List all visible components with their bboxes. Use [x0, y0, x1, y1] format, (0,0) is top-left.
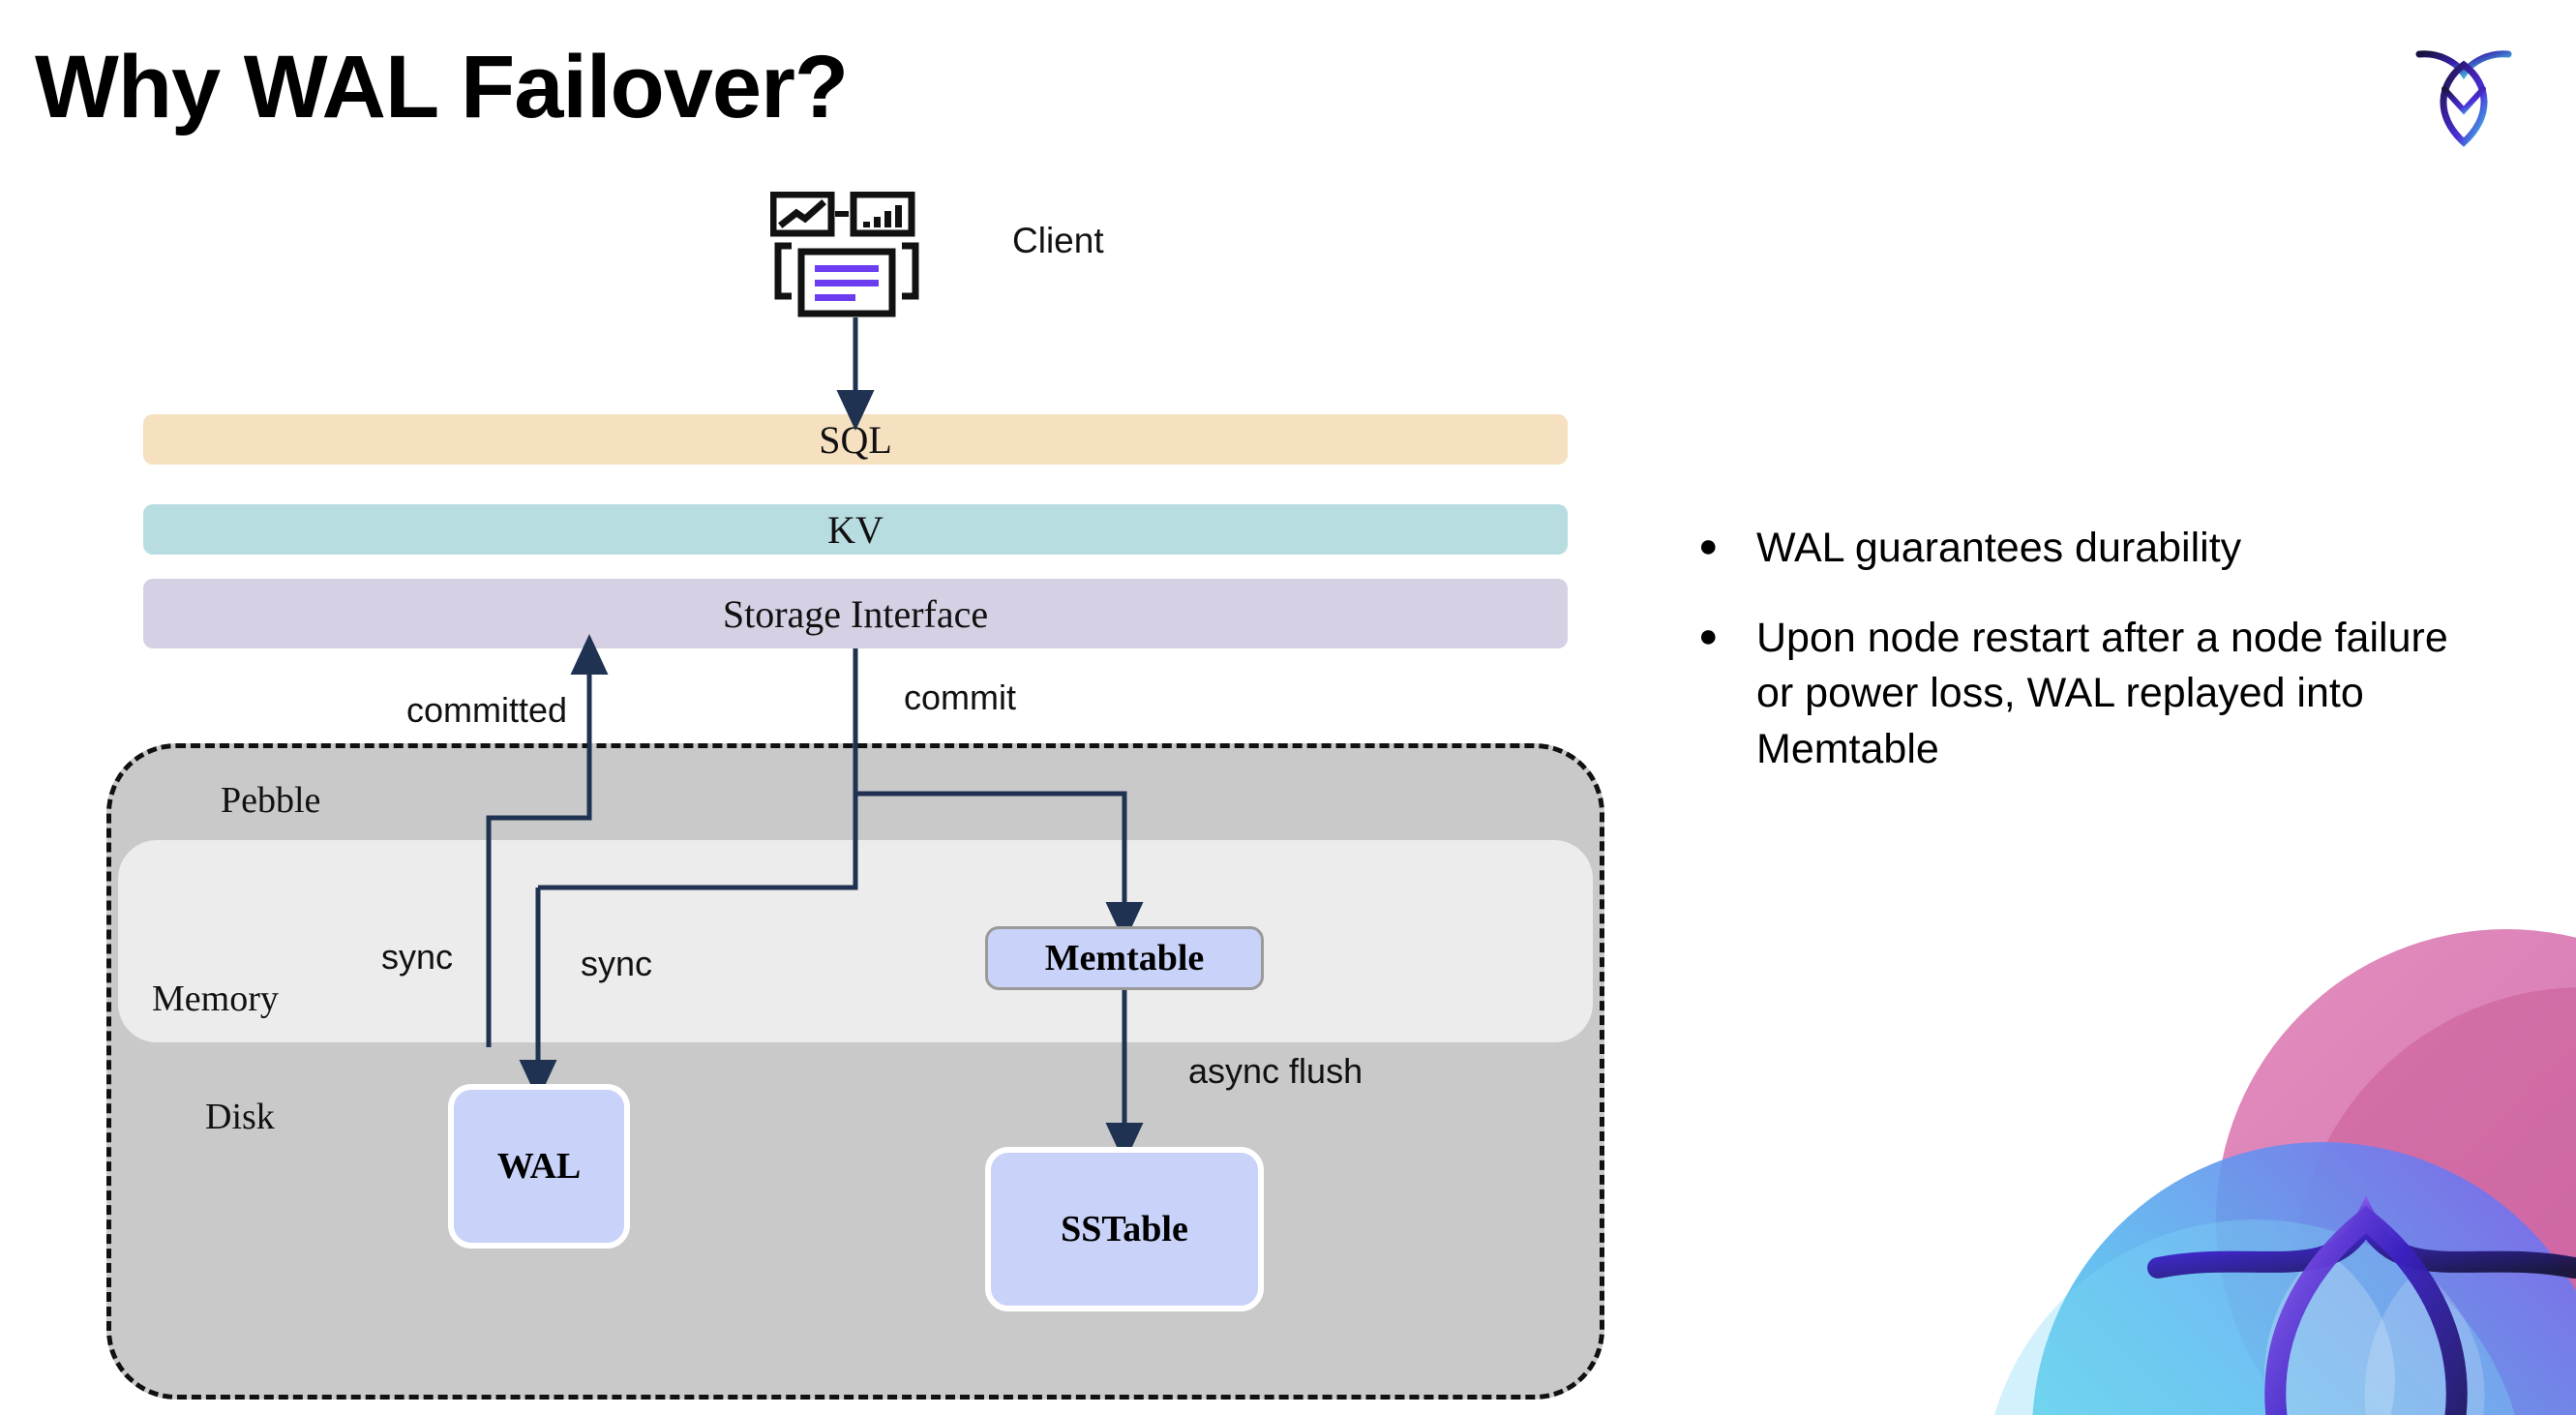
- cockroach-labs-watermark-icon: [1964, 929, 2576, 1415]
- node-memtable-label: Memtable: [1044, 938, 1205, 978]
- list-item: ● WAL guarantees durability: [1698, 521, 2472, 576]
- cockroach-labs-logo-icon: [2406, 33, 2522, 149]
- bullet-marker-icon: ●: [1698, 527, 1719, 564]
- bullet-text: WAL guarantees durability: [1756, 525, 2242, 571]
- layer-bar-sql: SQL: [143, 414, 1568, 465]
- edge-label-commit: commit: [904, 677, 1016, 717]
- pebble-label: Pebble: [221, 780, 321, 821]
- bullet-text: Upon node restart after a node failure o…: [1756, 615, 2448, 772]
- edge-label-sync-1: sync: [381, 937, 454, 977]
- layer-bar-storage-interface-label: Storage Interface: [722, 591, 989, 636]
- edge-label-async-flush: async flush: [1188, 1051, 1363, 1091]
- node-wal-label: WAL: [496, 1146, 582, 1187]
- edge-label-committed: committed: [406, 690, 568, 730]
- memory-tier: [118, 840, 1593, 1042]
- list-item: ● Upon node restart after a node failure…: [1698, 611, 2472, 777]
- edge-label-sync-2: sync: [581, 944, 653, 983]
- node-memtable: Memtable: [985, 926, 1264, 990]
- layer-bar-storage-interface: Storage Interface: [143, 579, 1568, 648]
- client-label: Client: [1012, 221, 1104, 260]
- node-sstable-label: SSTable: [1061, 1209, 1188, 1249]
- disk-tier-label: Disk: [205, 1097, 275, 1137]
- layer-bar-kv: KV: [143, 504, 1568, 555]
- client-dashboard-icon: [769, 191, 923, 317]
- layer-bar-kv-label: KV: [827, 507, 884, 552]
- page-title: Why WAL Failover?: [35, 38, 849, 136]
- bullet-list: ● WAL guarantees durability ● Upon node …: [1698, 521, 2472, 812]
- node-sstable: SSTable: [985, 1147, 1264, 1311]
- node-wal: WAL: [448, 1084, 630, 1249]
- bullet-marker-icon: ●: [1698, 617, 1719, 655]
- layer-bar-sql-label: SQL: [819, 417, 892, 462]
- memory-tier-label: Memory: [152, 978, 279, 1019]
